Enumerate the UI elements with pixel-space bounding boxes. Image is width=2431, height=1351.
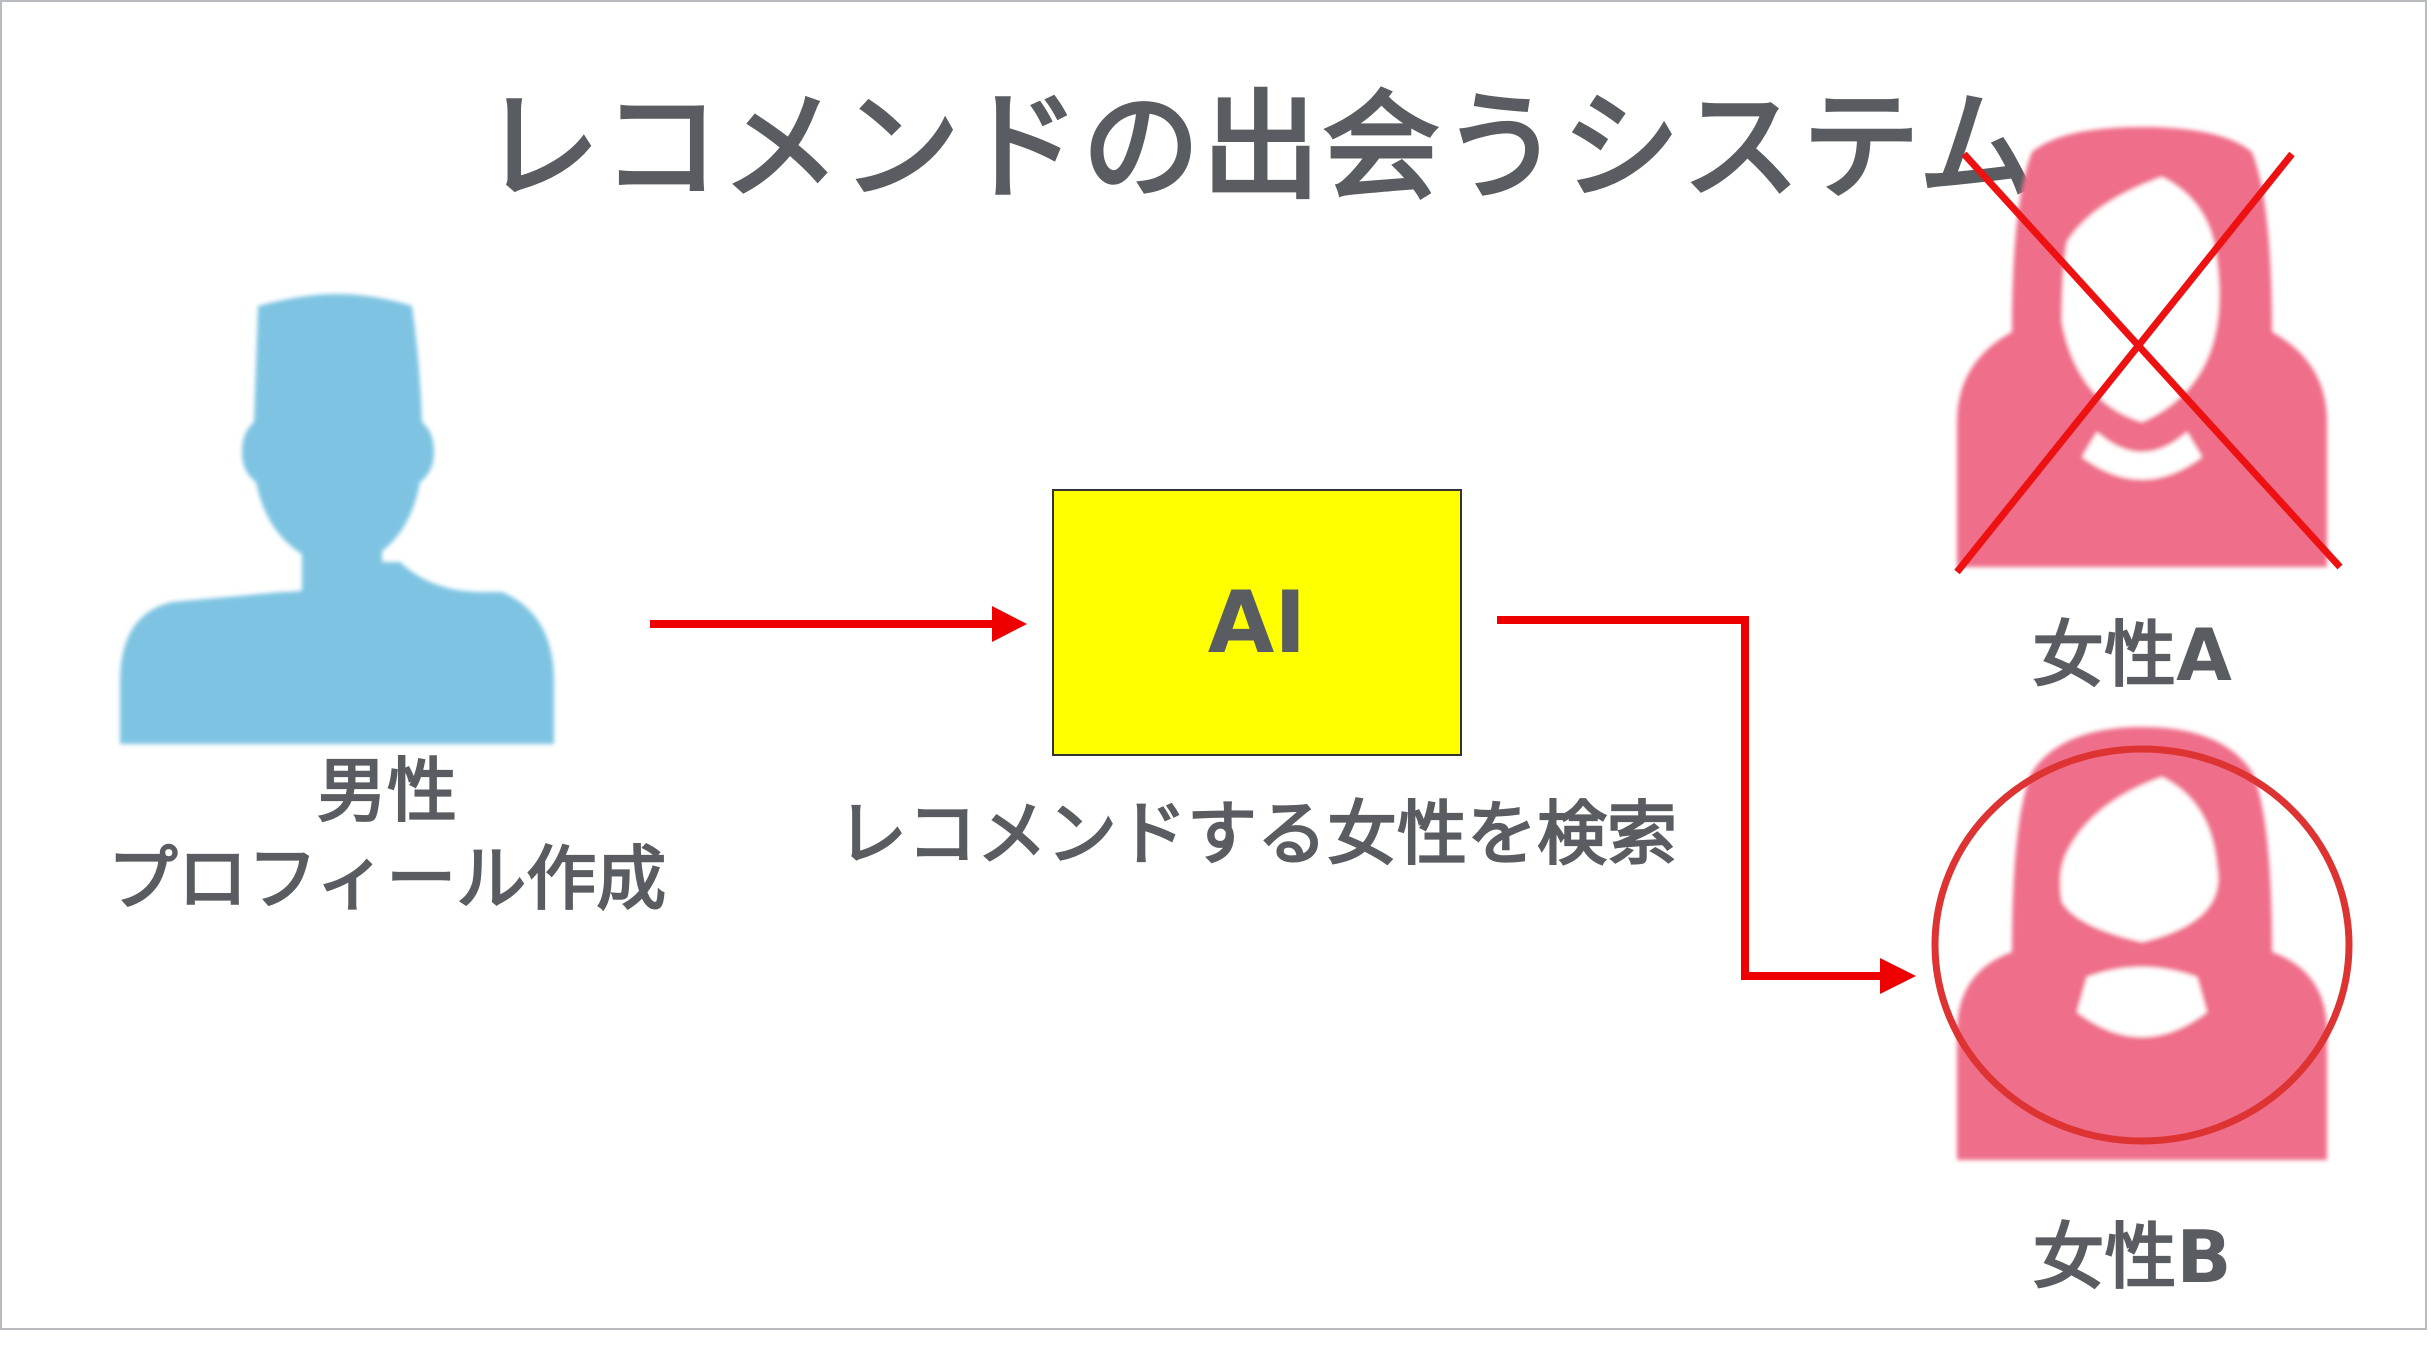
woman-a-icon-collar [2082, 432, 2202, 480]
woman-a-label: 女性A [2032, 613, 2232, 697]
male-icon-head [242, 294, 434, 570]
ai-label: AI [1207, 572, 1307, 673]
cross-line-2 [1954, 151, 2295, 575]
woman-b-icon-collar [2077, 967, 2207, 1037]
woman-b-icon-hair [1957, 727, 2327, 1160]
male-icon-neck [302, 542, 382, 602]
arrow-male-to-ai [650, 606, 1027, 642]
selected-circle-icon [1931, 745, 2353, 1145]
rejected-cross-icon [1954, 151, 2343, 575]
slide-title: レコメンドの出会うシステム [482, 78, 2039, 216]
ai-box: AI [1052, 489, 1462, 756]
male-label: 男性 プロフィール作成 [42, 747, 732, 923]
male-label-line1: 男性 [317, 750, 457, 832]
male-icon-body [120, 562, 554, 744]
male-user-icon [120, 294, 554, 744]
woman-b-icon-face [2060, 777, 2219, 942]
male-label-line2: プロフィール作成 [107, 838, 667, 920]
search-label: レコメンドする女性を検索 [837, 793, 1677, 875]
woman-b-label: 女性B [2032, 1215, 2232, 1299]
woman-a-icon-face [2062, 177, 2220, 422]
woman-b-icon [1957, 727, 2327, 1160]
